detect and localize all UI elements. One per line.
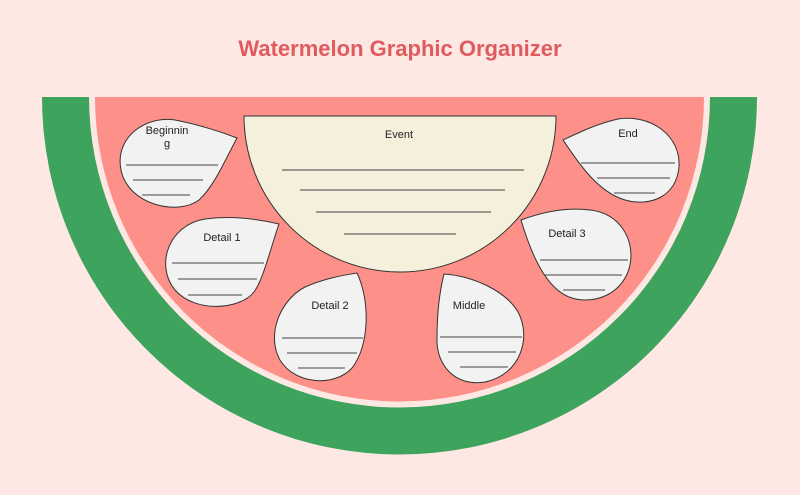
seed-beginning-label: g (164, 138, 170, 150)
seed-end[interactable]: End (562, 117, 680, 203)
event-box[interactable]: Event (243, 115, 557, 273)
seed-end-label: End (618, 128, 638, 140)
seed-detail-3[interactable]: Detail 3 (520, 208, 632, 301)
seed-beginning-label: Beginnin (146, 125, 189, 137)
seed-detail-3-label: Detail 3 (548, 228, 585, 240)
seed-middle[interactable]: Middle (436, 273, 525, 384)
page-title: Watermelon Graphic Organizer (238, 36, 562, 61)
seed-middle-label: Middle (453, 300, 485, 312)
seed-detail-1-label: Detail 1 (203, 232, 240, 244)
seed-detail-1[interactable]: Detail 1 (165, 217, 280, 307)
seed-detail-2-label: Detail 2 (311, 300, 348, 312)
seed-detail-2[interactable]: Detail 2 (274, 272, 367, 382)
seed-beginning[interactable]: Beginnin g (119, 119, 238, 208)
event-label: Event (385, 129, 413, 141)
